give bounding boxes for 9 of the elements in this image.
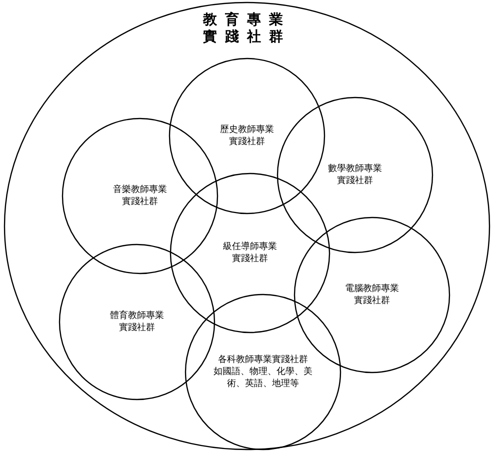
- example-text: 如國語、物理、化學、美術、英語、地理等: [213, 366, 313, 390]
- circle-label: 歷史教師專業實踐社群: [219, 124, 275, 148]
- circle-label: 數學教師專業實踐社群: [327, 163, 383, 187]
- circle-label: 各科教師專業實踐社群: [217, 354, 309, 366]
- circle-label: 體育教師專業實踐社群: [109, 310, 165, 334]
- circle-label: 級任導師專業實踐社群: [222, 241, 278, 265]
- circle-label: 音樂教師專業實踐社群: [112, 184, 168, 208]
- circle-label: 電腦教師專業實踐社群: [344, 283, 400, 307]
- title-text: 教育專業實踐社群: [202, 12, 292, 46]
